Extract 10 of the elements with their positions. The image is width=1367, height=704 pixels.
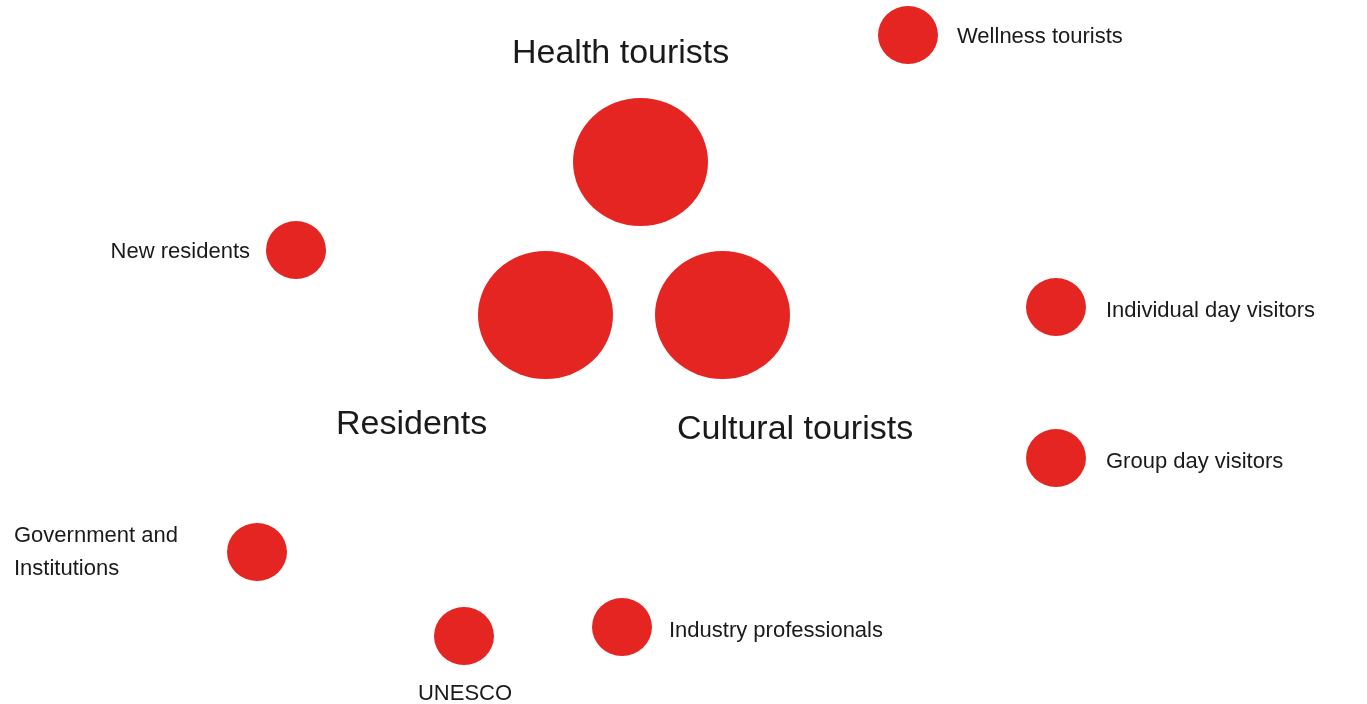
bubble-label: Residents — [336, 402, 489, 443]
bubble-label: Health tourists — [512, 31, 731, 72]
bubble-label: Individual day visitors — [1106, 296, 1317, 324]
bubble-label: Group day visitors — [1106, 447, 1285, 475]
bubble-label: New residents — [109, 237, 250, 265]
bubble-label: Government and Institutions — [14, 521, 179, 582]
bubble-label: UNESCO — [416, 679, 514, 704]
bubble-label: Wellness tourists — [957, 22, 1124, 50]
bubble-label: Cultural tourists — [677, 407, 915, 448]
bubble-label: Industry professionals — [669, 616, 884, 644]
